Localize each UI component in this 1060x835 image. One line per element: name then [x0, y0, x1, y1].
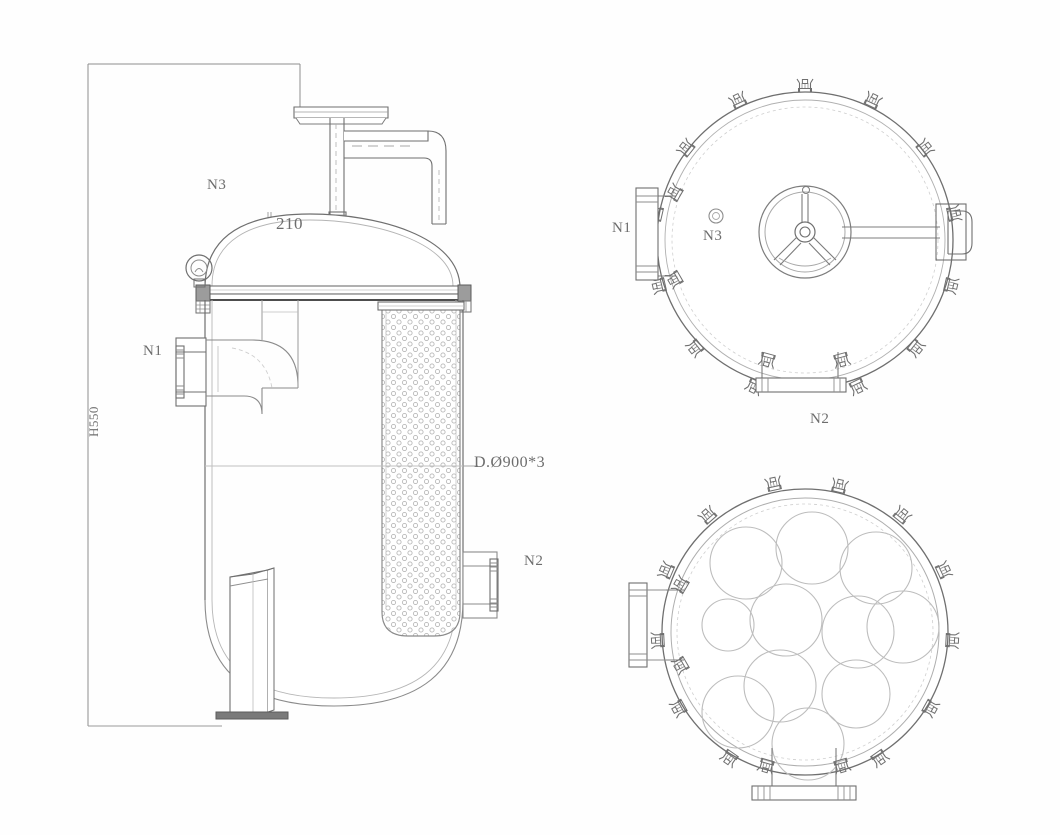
internal-elbow-pipe [206, 300, 299, 415]
top-dished-head [204, 213, 461, 289]
label-n3-top: N3 [703, 228, 723, 244]
label-n3-front: N3 [207, 177, 227, 193]
davit-arm-assembly [293, 106, 447, 227]
label-n2-top: N2 [810, 411, 830, 427]
clamp-flange-band [195, 284, 472, 314]
tube-sheet-outlet-nozzle-n2 [751, 748, 857, 801]
handwheel-3-spoke [758, 185, 852, 279]
label-basket-diameter: D.Ø900*3 [474, 454, 546, 471]
inlet-nozzle-n1 [175, 337, 207, 407]
label-neck-dimension: 210 [276, 214, 303, 233]
top-inlet-nozzle-n1 [635, 182, 685, 290]
label-n2-front: N2 [524, 553, 544, 569]
tube-sheet-plan-view [628, 475, 960, 801]
bag-hole [709, 526, 783, 600]
bag-hole [771, 707, 845, 781]
eye-bolt-lug [185, 254, 213, 288]
bag-hole [701, 675, 775, 749]
tube-sheet-shell-circle [661, 488, 949, 776]
label-n1-top: N1 [612, 220, 632, 236]
bag-hole-group [701, 511, 940, 781]
bag-hole [775, 511, 849, 585]
lever-arm [842, 203, 973, 261]
top-plan-view [635, 78, 973, 397]
bag-hole [866, 590, 940, 664]
cover-circle [656, 91, 954, 389]
front-elevation-view [87, 63, 499, 727]
top-outlet-nozzle-n2 [755, 351, 852, 393]
bag-hole [821, 595, 895, 669]
bag-hole [821, 659, 891, 729]
outlet-nozzle-n2 [462, 551, 499, 619]
bag-hole [701, 598, 755, 652]
top-vent-port-n3 [708, 208, 724, 224]
bag-hole [749, 583, 823, 657]
base-plate [88, 711, 289, 727]
perforated-filter-basket [377, 301, 465, 637]
tube-sheet-inlet-nozzle-n1 [628, 574, 691, 676]
support-leg [229, 567, 275, 713]
label-n1-front: N1 [143, 343, 163, 359]
label-overall-height: H550 [86, 406, 101, 437]
